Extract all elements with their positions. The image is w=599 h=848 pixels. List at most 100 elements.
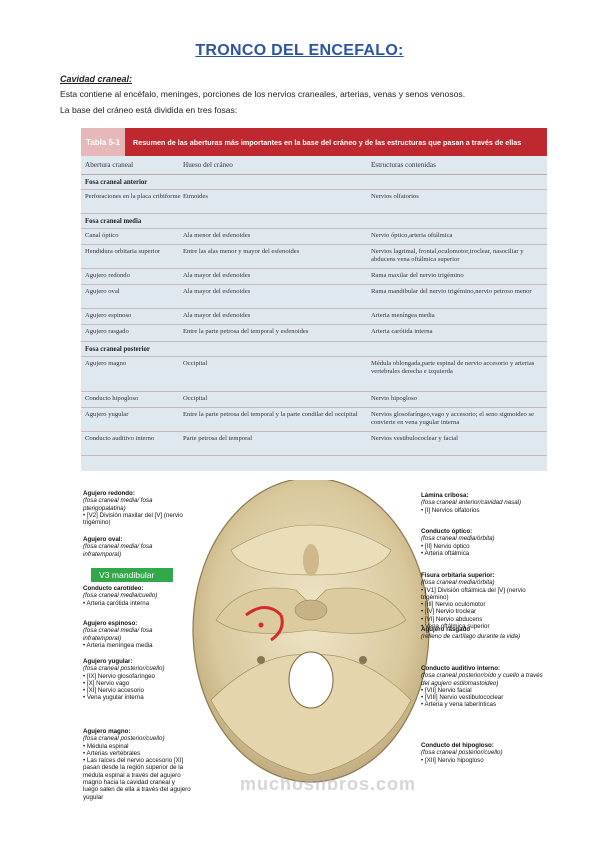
column-header-opening: Abertura craneal (85, 161, 134, 169)
figure-label-item: • Médula espinal (83, 742, 129, 750)
figure-label-item: • [I] Nervios olfatorios (421, 506, 480, 514)
figure-label-item: • [V2] División maxilar del [V] (nervio … (83, 511, 183, 527)
figure-label-subtitle: (fosa craneal posterior/cuello) (421, 749, 503, 757)
cell-structures: Rama maxilar del nervio trigémino (371, 272, 464, 279)
figure-label-subtitle: (fosa craneal media/órbita) (421, 579, 495, 587)
figure-label-item: • [VI] Nervio abducens (421, 615, 483, 623)
figure-label-subtitle: (fosa craneal posterior/oído y cuello a … (421, 672, 543, 687)
figure-label-subtitle: (fosa craneal media/órbita) (421, 535, 495, 543)
watermark: muchoslibros.com (240, 774, 417, 794)
figure-label-title: Conducto carotídeo: (83, 585, 144, 592)
figure-label-item: • [V1] División oftálmica del [V] (nervi… (421, 586, 526, 601)
figure-label: Conducto carotídeo:(fosa craneal media/c… (83, 585, 191, 607)
figure-label-title: Agujero magno: (83, 728, 131, 735)
cell-opening: Agujero yugular (85, 411, 129, 418)
foramina-table: Tabla 5-1 Resumen de las aberturas más i… (81, 128, 547, 471)
skull-base-figure: Agujero redondo:(fosa craneal media/ fos… (81, 477, 547, 801)
cell-bone: Entre la parte petrosa del temporal y es… (183, 328, 309, 335)
page-title: TRONCO DEL ENCEFALO: (195, 42, 404, 59)
table-section-header: Fosa craneal media (81, 214, 547, 229)
figure-label-subtitle: (fosa craneal media/ fosa infratemporal) (83, 543, 153, 558)
figure-label-item: • Arteria oftálmica (421, 549, 470, 557)
figure-label-title: Agujero yugular: (83, 658, 133, 665)
cell-opening: Agujero oval (85, 288, 120, 295)
figure-label-subtitle: (fosa craneal anterior/cavidad nasal) (421, 499, 522, 507)
cell-opening: Conducto hipogloso (85, 395, 139, 402)
cell-structures: Nervios vestibulococlear y facial (371, 435, 458, 442)
figure-label-subtitle: (fosa craneal media/cuello) (83, 592, 158, 600)
cell-bone: Parte petrosa del temporal (183, 435, 253, 442)
figure-label-item: • Vena yugular interna (83, 694, 144, 702)
cell-opening: Canal óptico (85, 232, 119, 239)
table-column-headers: Abertura craneal Hueso del cráneo Estruc… (81, 156, 547, 175)
figure-label-subtitle: (fosa craneal posterior/cuello) (83, 735, 165, 743)
v3-mandibular-highlight: V3 mandibular (91, 568, 173, 582)
figure-label-item: • Arteria carótida interna (83, 599, 150, 607)
figure-label: Agujero espinoso:(fosa craneal media/ fo… (83, 620, 191, 649)
figure-label-subtitle: (relleno de cartílago durante la vida) (421, 633, 521, 641)
table-row: Conducto auditivo interno Parte petrosa d… (81, 432, 547, 456)
figure-label-subtitle: (fosa craneal media/ fosa pterigopalatin… (83, 497, 153, 512)
figure-label-title: Fisura orbitaria superior: (421, 572, 495, 579)
cell-bone: Ala menor del esfenoides (183, 232, 251, 239)
paragraph-1: Esta contiene al encéfalo, meninges, por… (60, 89, 466, 99)
section-subheading: Cavidad craneal: (60, 74, 133, 84)
column-header-structures: Estructuras contenidas (371, 161, 436, 169)
cell-opening: Agujero redondo (85, 272, 130, 279)
figure-label-item: • [X] Nervio vago (83, 679, 130, 687)
cell-structures: Médula oblongada,parte espinal de nervio… (371, 360, 535, 375)
table-section-header: Fosa craneal posterior (81, 342, 547, 357)
cell-structures: Nervios glosofaríngeo,vago y accesorio; … (371, 411, 534, 426)
table-row: Agujero rasgado Entre la parte petrosa de… (81, 325, 547, 342)
figure-label: Fisura orbitaria superior:(fosa craneal … (421, 572, 545, 630)
figure-label-item: • Las raíces del nervio accesorio [XI] p… (83, 757, 191, 801)
figure-label: Agujero magno:(fosa craneal posterior/cu… (83, 728, 191, 801)
cell-structures: Nervios lagrimal, frontal,oculomotor,tro… (371, 248, 524, 263)
cell-opening: Hendidura orbitaria superior (85, 248, 161, 255)
figure-label: Agujero rasgado(relleno de cartílago dur… (421, 626, 545, 641)
figure-label-item: • Arteria y vena laberínticas (421, 701, 497, 709)
figure-label-item: • [VIII] Nervio vestibulococlear (421, 694, 504, 702)
figure-label: Agujero oval:(fosa craneal media/ fosa i… (83, 536, 191, 558)
cell-opening: Conducto auditivo interno (85, 435, 155, 442)
cell-bone: Etmoides (183, 193, 208, 200)
figure-label-item: • Arterias vertebrales (83, 749, 141, 757)
cell-bone: Occipital (183, 360, 208, 367)
figure-label: Lámina cribosa:(fosa craneal anterior/ca… (421, 492, 545, 514)
figure-label-subtitle: (fosa craneal media/ fosa infratemporal) (83, 627, 153, 642)
table-number: Tabla 5-1 (81, 128, 125, 156)
figure-label-title: Conducto óptico: (421, 528, 473, 535)
figure-label: Agujero redondo:(fosa craneal media/ fos… (83, 490, 191, 526)
cell-bone: Occipital (183, 395, 208, 402)
cell-bone: Entre las alas menor y mayor del esfenoi… (183, 248, 300, 255)
table-header-bar: Tabla 5-1 Resumen de las aberturas más i… (81, 128, 547, 156)
figure-label-title: Conducto auditivo interno: (421, 665, 501, 672)
cell-opening: Perforaciones en la placa cribiforme (85, 193, 181, 200)
figure-label: Conducto auditivo interno:(fosa craneal … (421, 665, 545, 709)
figure-label-title: Conducto del hipogloso: (421, 742, 494, 749)
cell-opening: Agujero rasgado (85, 328, 129, 335)
figure-label-item: • [VII] Nervio facial (421, 686, 472, 694)
cell-structures: Nervios olfatorios (371, 193, 419, 200)
figure-label-title: Agujero oval: (83, 536, 123, 543)
figure-label-item: • [XII] Nervio hipogloso (421, 756, 484, 764)
figure-label-title: Agujero rasgado (421, 626, 471, 633)
cell-bone: Ala mayor del esfenoides (183, 288, 251, 295)
figure-label: Agujero yugular:(fosa craneal posterior/… (83, 658, 191, 702)
table-row: Conducto hipogloso Occipital Nervio hipogl… (81, 392, 547, 408)
figure-label: Conducto óptico:(fosa craneal media/órbi… (421, 528, 545, 557)
figure-label-item: • Arteria meníngea media (83, 641, 153, 649)
cell-structures: Arteria meníngea media (371, 312, 435, 319)
figure-label-item: • [II] Nervio óptico (421, 542, 470, 550)
figure-label-item: • [XI] Nervio accesorio (83, 687, 144, 695)
cell-bone: Entre la parte petrosa del temporal y la… (183, 411, 358, 418)
figure-label-item: • Vena oftálmica superior (421, 623, 490, 631)
figure-label-title: Agujero espinoso: (83, 620, 138, 627)
figure-label-item: • [III] Nervio oculomotor (421, 601, 486, 609)
paragraph-2: La base del cráneo está dividida en tres… (60, 105, 238, 115)
cell-structures: Nervio hipogloso (371, 395, 417, 402)
cell-structures: Arteria carótida interna (371, 328, 433, 335)
